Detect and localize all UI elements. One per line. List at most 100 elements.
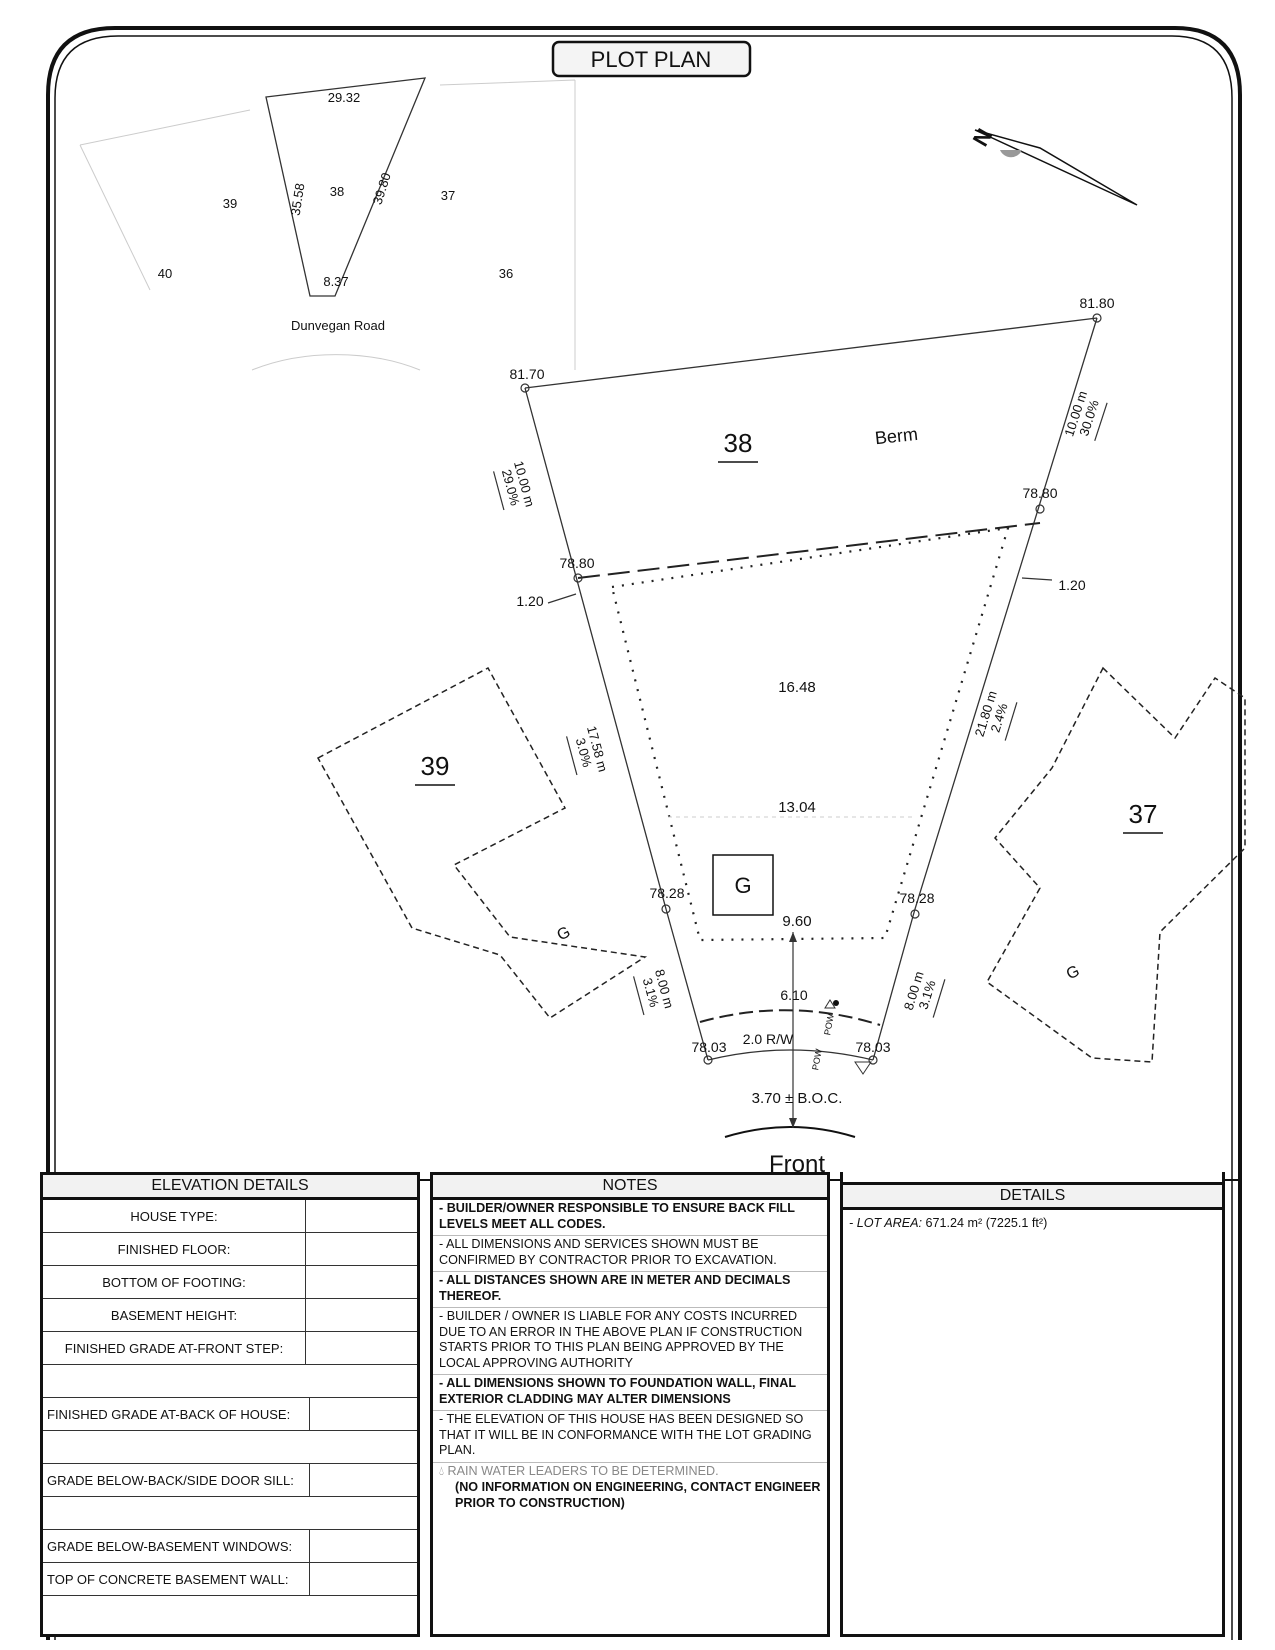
house-footprint <box>610 526 1010 942</box>
elevation-row: GRADE BELOW-BACK/SIDE DOOR SILL: <box>43 1464 417 1497</box>
elevation-row-value <box>305 1365 417 1397</box>
notes-panel: NOTES - BUILDER/OWNER RESPONSIBLE TO ENS… <box>430 1172 830 1637</box>
title-box: PLOT PLAN <box>551 40 752 78</box>
elevation-row-label: BASEMENT HEIGHT: <box>43 1299 306 1331</box>
neighbour-39-lot: 39 <box>421 751 450 781</box>
elevation-row <box>43 1497 417 1530</box>
slope-rear-left: 10.00 m 29.0% <box>492 459 538 511</box>
elevation-row-label: TOP OF CONCRETE BASEMENT WALL: <box>43 1563 310 1595</box>
elevation-row-value <box>310 1563 417 1595</box>
elev-front-right: 78.03 <box>855 1039 890 1055</box>
elevation-row-value <box>305 1431 417 1463</box>
elev-front-house-right: 78.28 <box>899 890 934 906</box>
garage-label: G <box>734 873 751 898</box>
elevation-row-label: GRADE BELOW-BACK/SIDE DOOR SILL: <box>43 1464 310 1496</box>
key-lot-38: 38 <box>330 184 344 199</box>
note-5: - ALL DIMENSIONS SHOWN TO FOUNDATION WAL… <box>433 1375 827 1411</box>
garage-box <box>712 854 774 916</box>
elev-mid-left: 78.80 <box>559 555 594 571</box>
key-dim-right: 39.80 <box>370 171 394 207</box>
lot-area-value: 671.24 m² (7225.1 ft²) <box>925 1216 1048 1230</box>
elevation-row: TOP OF CONCRETE BASEMENT WALL: <box>43 1563 417 1596</box>
elevation-row: BASEMENT HEIGHT: <box>43 1299 417 1332</box>
key-lot-40: 40 <box>158 266 172 281</box>
lot-area-line: - LOT AREA: 671.24 m² (7225.1 ft²) <box>843 1210 1222 1236</box>
elevation-row: HOUSE TYPE: <box>43 1200 417 1233</box>
pow-icon <box>824 999 872 1075</box>
elevation-row-label: FINISHED GRADE AT-BACK OF HOUSE: <box>43 1398 310 1430</box>
elevation-details-title: ELEVATION DETAILS <box>43 1175 417 1200</box>
water-drop-icon: 💧︎ <box>439 1463 445 1478</box>
right-of-way-line <box>699 1009 881 1026</box>
elevation-row-value <box>310 1464 417 1496</box>
note-4: - BUILDER / OWNER IS LIABLE FOR ANY COST… <box>433 1308 827 1375</box>
elevation-row <box>43 1431 417 1464</box>
elevation-row: FINISHED GRADE AT-BACK OF HOUSE: <box>43 1398 417 1431</box>
details-title: DETAILS <box>843 1182 1222 1210</box>
elevation-row-value <box>310 1530 417 1562</box>
neighbour-house-39: 39 G <box>316 666 648 1019</box>
house-width-rear: 16.48 <box>778 679 816 696</box>
berm-line <box>577 522 1041 579</box>
elevation-row-value <box>306 1233 417 1265</box>
slope-side-left: 17.58 m 3.0% <box>565 724 611 776</box>
elevation-row-value <box>310 1398 417 1430</box>
elevation-row-label: GRADE BELOW-BASEMENT WINDOWS: <box>43 1530 310 1562</box>
key-lot-37: 37 <box>441 188 455 203</box>
elevation-row: FINISHED FLOOR: <box>43 1233 417 1266</box>
boc-label: 3.70 ± B.O.C. <box>752 1090 843 1107</box>
slope-front-right: 8.00 m 3.1% <box>901 969 946 1018</box>
elevation-row: GRADE BELOW-BASEMENT WINDOWS: <box>43 1530 417 1563</box>
setback-front: 6.10 <box>780 987 807 1003</box>
north-label: N <box>968 124 998 150</box>
neighbour-39-garage: G <box>554 924 573 945</box>
note-6: - THE ELEVATION OF THIS HOUSE HAS BEEN D… <box>433 1411 827 1463</box>
elevation-row-value <box>306 1200 417 1232</box>
lot-area-label: - LOT AREA: <box>849 1216 923 1230</box>
house-width-middle: 13.04 <box>778 799 816 816</box>
elevation-row-label: HOUSE TYPE: <box>43 1200 306 1232</box>
key-road-label: Dunvegan Road <box>291 318 385 333</box>
elevation-row-label <box>43 1365 305 1397</box>
lot-number: 38 <box>724 428 753 458</box>
slope-rear-right: 10.00 m 30.0% <box>1061 389 1108 442</box>
note-1: - BUILDER/OWNER RESPONSIBLE TO ENSURE BA… <box>433 1200 827 1236</box>
note-8: (NO INFORMATION ON ENGINEERING, CONTACT … <box>455 1480 821 1510</box>
note-2: - ALL DIMENSIONS AND SERVICES SHOWN MUST… <box>433 1236 827 1272</box>
pow-label-2: POW <box>822 1013 836 1036</box>
corner-markers <box>520 313 1102 1065</box>
elev-rear-left: 81.70 <box>509 366 544 382</box>
note-3: - ALL DISTANCES SHOWN ARE IN METER AND D… <box>433 1272 827 1308</box>
elev-mid-right: 78.80 <box>1022 485 1057 501</box>
key-dim-bottom: 8.37 <box>323 274 348 289</box>
elevation-row <box>43 1365 417 1398</box>
elevation-row-value <box>305 1497 417 1529</box>
elevation-row-label: FINISHED FLOOR: <box>43 1233 306 1265</box>
elev-rear-right: 81.80 <box>1079 295 1114 311</box>
setback-left: 1.20 <box>516 593 543 609</box>
elevation-row-label <box>43 1431 305 1463</box>
north-arrow-icon: N <box>968 124 1138 206</box>
slope-side-right: 21.80 m 2.4% <box>972 689 1018 741</box>
neighbour-37-garage: G <box>1064 963 1082 984</box>
elevation-details-table: HOUSE TYPE:FINISHED FLOOR:BOTTOM OF FOOT… <box>43 1200 417 1596</box>
key-dim-left: 35.58 <box>288 182 308 216</box>
elev-front-house-left: 78.28 <box>649 885 684 901</box>
details-panel: DETAILS - LOT AREA: 671.24 m² (7225.1 ft… <box>840 1172 1225 1637</box>
note-7: 💧︎ RAIN WATER LEADERS TO BE DETERMINED. <box>439 1463 719 1478</box>
notes-title: NOTES <box>433 1175 827 1200</box>
key-lot-36: 36 <box>499 266 513 281</box>
key-lot-39: 39 <box>223 196 237 211</box>
berm-label: Berm <box>874 424 919 448</box>
pow-label-1: POW <box>810 1048 824 1071</box>
key-dim-top: 29.32 <box>328 90 361 105</box>
page-title: PLOT PLAN <box>591 47 712 72</box>
elevation-row-label: FINISHED GRADE AT-FRONT STEP: <box>43 1332 306 1364</box>
elevation-row-value <box>306 1332 417 1364</box>
slope-front-left: 8.00 m 3.1% <box>632 968 677 1016</box>
row-label: 2.0 R/W <box>743 1031 794 1047</box>
elevation-row: FINISHED GRADE AT-FRONT STEP: <box>43 1332 417 1365</box>
lot-38-boundary <box>524 317 1098 1061</box>
sheet-border <box>46 26 1242 1640</box>
